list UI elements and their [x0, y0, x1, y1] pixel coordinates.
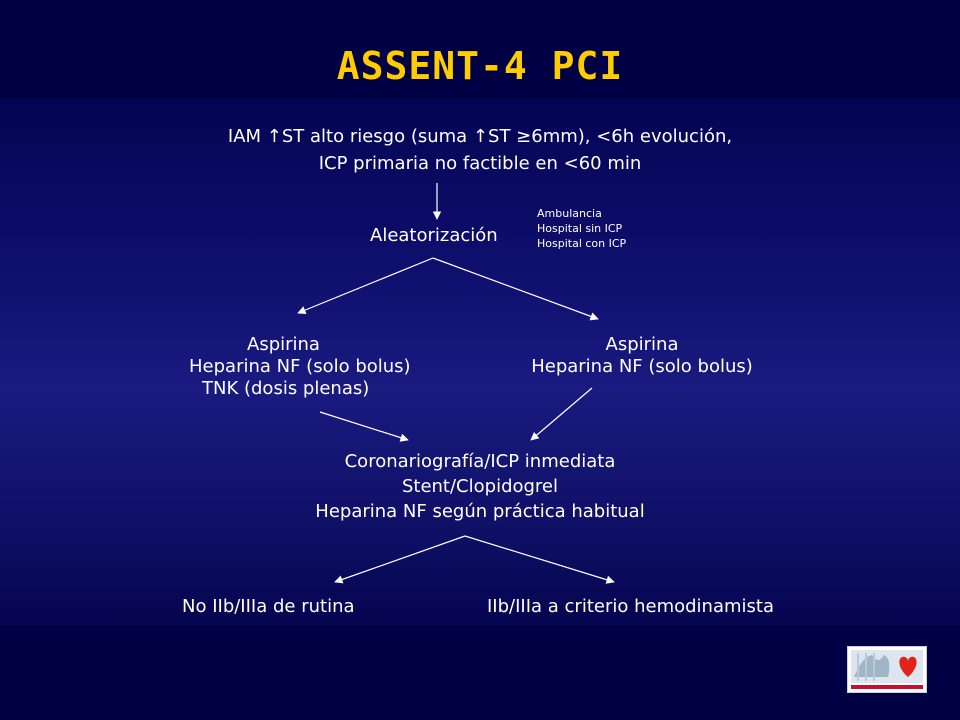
- outcome-left: No IIb/IIIa de rutina: [182, 596, 355, 617]
- arrow-split-left: [297, 257, 434, 315]
- arm-left-line-3: TNK (dosis plenas): [202, 378, 370, 399]
- hospital-logo: [847, 646, 927, 693]
- procedure-line-3: Heparina NF según práctica habitual: [315, 501, 645, 522]
- procedure-block: Coronariografía/ICP inmediata Stent/Clop…: [240, 451, 720, 523]
- setting-hospital-without-pci: Hospital sin ICP: [537, 222, 623, 235]
- heart-logo-icon: [851, 650, 923, 689]
- setting-hospital-with-pci: Hospital con ICP: [537, 237, 627, 250]
- arm-left: Aspirina Heparina NF (solo bolus) TNK (d…: [180, 334, 411, 400]
- procedure-line-2: Stent/Clopidogrel: [401, 476, 559, 497]
- slide-title: ASSENT-4 PCI: [336, 44, 624, 88]
- background-band: [0, 98, 960, 625]
- setting-ambulance: Ambulancia: [537, 207, 602, 220]
- arrow-left-arm-to-procedure: [319, 411, 409, 442]
- randomization-label: Aleatorización: [370, 225, 498, 246]
- arm-right-line-1: Aspirina: [605, 334, 679, 355]
- arrow-procedure-to-right-outcome: [464, 535, 615, 584]
- arrow-procedure-to-left-outcome: [334, 535, 466, 584]
- outcome-right: IIb/IIIa a criterio hemodinamista: [487, 596, 774, 617]
- inclusion-line-1: IAM ↑ST alto riesgo (suma ↑ST ≥6mm), <6h…: [227, 126, 733, 147]
- inclusion-line-2: ICP primaria no factible en <60 min: [318, 153, 642, 174]
- randomization-settings: Ambulancia Hospital sin ICP Hospital con…: [537, 206, 626, 251]
- arm-right: Aspirina Heparina NF (solo bolus): [520, 334, 764, 378]
- arm-left-line-2: Heparina NF (solo bolus): [189, 356, 411, 377]
- inclusion-criteria: IAM ↑ST alto riesgo (suma ↑ST ≥6mm), <6h…: [180, 126, 780, 175]
- arrow-split-right: [432, 257, 599, 321]
- arrow-right-arm-to-procedure: [530, 387, 593, 441]
- procedure-line-1: Coronariografía/ICP inmediata: [344, 451, 616, 472]
- arm-right-line-2: Heparina NF (solo bolus): [531, 356, 753, 377]
- arm-left-line-1: Aspirina: [247, 334, 320, 355]
